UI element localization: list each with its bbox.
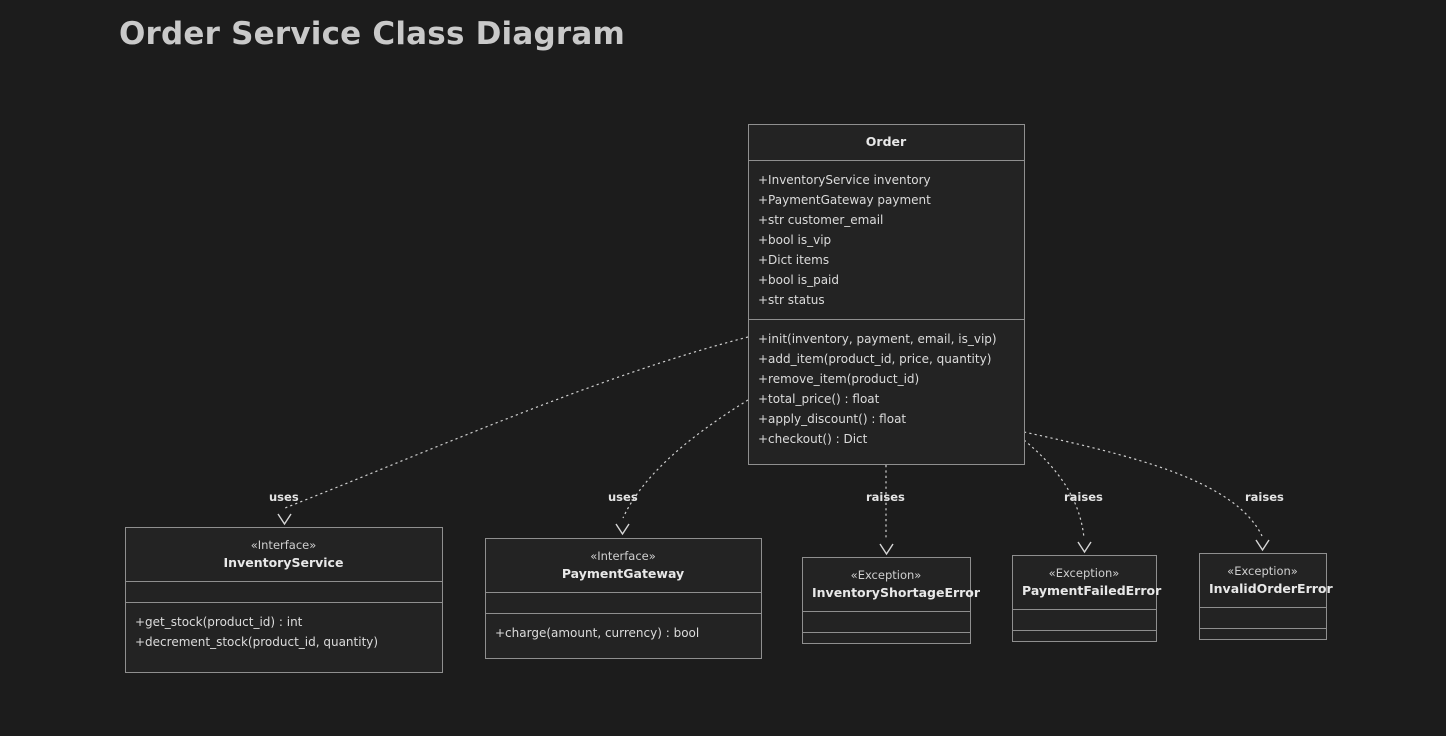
page-title: Order Service Class Diagram: [119, 16, 625, 52]
class-attributes-payment-failed-error: [1013, 609, 1156, 630]
class-method: +total_price() : float: [758, 392, 880, 406]
class-stereotype-inventory-service: «Interface»: [250, 538, 317, 552]
arrowhead-invalid-order-error: [1255, 539, 1270, 552]
class-attributes-invalid-order-error: [1200, 607, 1326, 628]
class-box-order[interactable]: Order +InventoryService inventory +Payme…: [748, 124, 1025, 465]
class-box-payment-gateway[interactable]: «Interface» PaymentGateway +charge(amoun…: [485, 538, 762, 659]
class-attribute: +bool is_vip: [758, 233, 832, 247]
edge-label-raises-inventory-shortage: raises: [866, 490, 905, 504]
class-header-invalid-order-error: «Exception» InvalidOrderError: [1200, 554, 1333, 607]
class-header-payment-failed-error: «Exception» PaymentFailedError: [1013, 556, 1162, 609]
class-method: +add_item(product_id, price, quantity): [758, 352, 992, 366]
class-box-inventory-service[interactable]: «Interface» InventoryService +get_stock(…: [125, 527, 443, 673]
arrowhead-inventory-shortage-error: [879, 543, 894, 556]
class-box-invalid-order-error[interactable]: «Exception» InvalidOrderError: [1199, 553, 1333, 640]
arrowhead-payment-gateway: [615, 523, 630, 536]
edge-order-to-invalid-order-error: [1023, 431, 1263, 537]
edge-order-to-inventory-service: [284, 336, 749, 509]
class-attributes-payment-gateway: [486, 592, 761, 613]
class-name-payment-gateway: PaymentGateway: [561, 566, 685, 581]
class-method: +apply_discount() : float: [758, 412, 907, 426]
edge-label-raises-invalid-order: raises: [1245, 490, 1284, 504]
class-attribute: +bool is_paid: [758, 273, 840, 287]
class-method: +decrement_stock(product_id, quantity): [135, 635, 379, 649]
class-name-payment-failed-error: PaymentFailedError: [1022, 583, 1162, 598]
edge-order-to-payment-failed-error: [1023, 439, 1085, 539]
class-method: +remove_item(product_id): [758, 372, 920, 386]
class-attribute: +str customer_email: [758, 213, 884, 227]
class-methods-payment-gateway: +charge(amount, currency) : bool: [486, 613, 761, 652]
class-attributes-order: +InventoryService inventory +PaymentGate…: [749, 160, 1024, 319]
arrowhead-payment-failed-error: [1077, 541, 1092, 554]
class-attribute: +Dict items: [758, 253, 830, 267]
class-header-payment-gateway: «Interface» PaymentGateway: [486, 539, 761, 592]
class-header-inventory-service: «Interface» InventoryService: [126, 528, 442, 581]
class-name-inventory-shortage-error: InventoryShortageError: [812, 585, 981, 600]
class-stereotype-inventory-shortage-error: «Exception»: [850, 568, 922, 582]
edge-order-to-payment-gateway: [622, 399, 749, 519]
class-stereotype-invalid-order-error: «Exception»: [1227, 564, 1298, 578]
class-attributes-inventory-service: [126, 581, 442, 602]
edge-label-raises-payment-failed: raises: [1064, 490, 1103, 504]
class-stereotype-payment-gateway: «Interface»: [590, 549, 656, 563]
class-header-inventory-shortage-error: «Exception» InventoryShortageError: [803, 558, 981, 611]
class-method: +get_stock(product_id) : int: [135, 615, 303, 629]
class-box-inventory-shortage-error[interactable]: «Exception» InventoryShortageError: [802, 557, 981, 644]
class-methods-inventory-shortage-error: [803, 632, 970, 653]
class-methods-invalid-order-error: [1200, 628, 1326, 649]
class-method: +init(inventory, payment, email, is_vip): [758, 332, 997, 346]
edge-label-uses-payment: uses: [608, 490, 638, 504]
class-name-order: Order: [865, 134, 907, 149]
class-name-invalid-order-error: InvalidOrderError: [1209, 581, 1333, 596]
class-attributes-inventory-shortage-error: [803, 611, 970, 632]
class-box-payment-failed-error[interactable]: «Exception» PaymentFailedError: [1012, 555, 1162, 642]
class-method: +checkout() : Dict: [758, 432, 868, 446]
class-methods-order: +init(inventory, payment, email, is_vip)…: [749, 319, 1024, 458]
arrowhead-inventory-service: [277, 513, 292, 526]
class-methods-payment-failed-error: [1013, 630, 1156, 651]
edge-label-uses-inventory: uses: [269, 490, 299, 504]
class-method: +charge(amount, currency) : bool: [495, 626, 700, 640]
class-attribute: +str status: [758, 293, 825, 307]
class-stereotype-payment-failed-error: «Exception»: [1048, 566, 1120, 580]
class-methods-inventory-service: +get_stock(product_id) : int +decrement_…: [126, 602, 442, 661]
class-name-inventory-service: InventoryService: [223, 555, 344, 570]
class-header-order: Order: [749, 125, 1024, 160]
class-attribute: +PaymentGateway payment: [758, 193, 931, 207]
class-attribute: +InventoryService inventory: [758, 173, 931, 187]
